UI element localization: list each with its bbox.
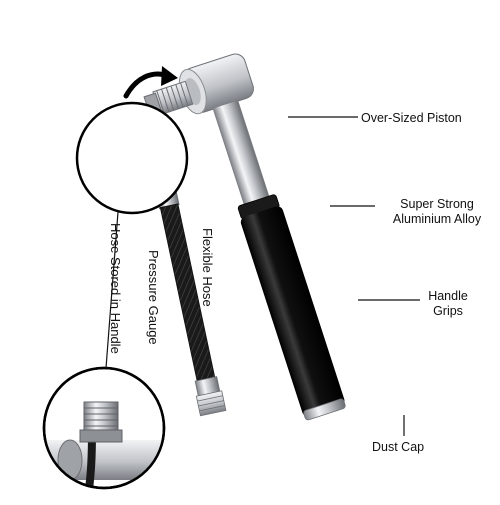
label-hose-stored-in-handle: Hose Stored in Handle	[108, 223, 123, 354]
label-pressure-gauge: Pressure Gauge	[146, 250, 161, 345]
label-aluminium-alloy: Super Strong Aluminium Alloy	[377, 197, 497, 227]
leader-hose-stored	[105, 211, 119, 369]
label-handle-grips-line1: Handle	[428, 289, 468, 303]
dust-cap	[303, 398, 346, 421]
label-aluminium-alloy-line1: Super Strong	[400, 197, 474, 211]
curved-arrow-icon	[123, 66, 178, 99]
label-over-sized-piston: Over-Sized Piston	[361, 111, 462, 125]
label-handle-grips-line2: Grips	[433, 304, 463, 318]
label-flexible-hose: Flexible Hose	[200, 228, 215, 307]
label-dust-cap: Dust Cap	[372, 440, 425, 454]
piston-rod	[212, 99, 271, 209]
label-handle-grips: Handle Grips	[418, 289, 478, 319]
hose-detail-circle	[75, 101, 189, 215]
label-aluminium-alloy-line2: Aluminium Alloy	[392, 212, 482, 226]
pump-body	[240, 206, 345, 417]
handle-detail-circle	[42, 366, 166, 490]
leader-lines	[105, 116, 420, 436]
